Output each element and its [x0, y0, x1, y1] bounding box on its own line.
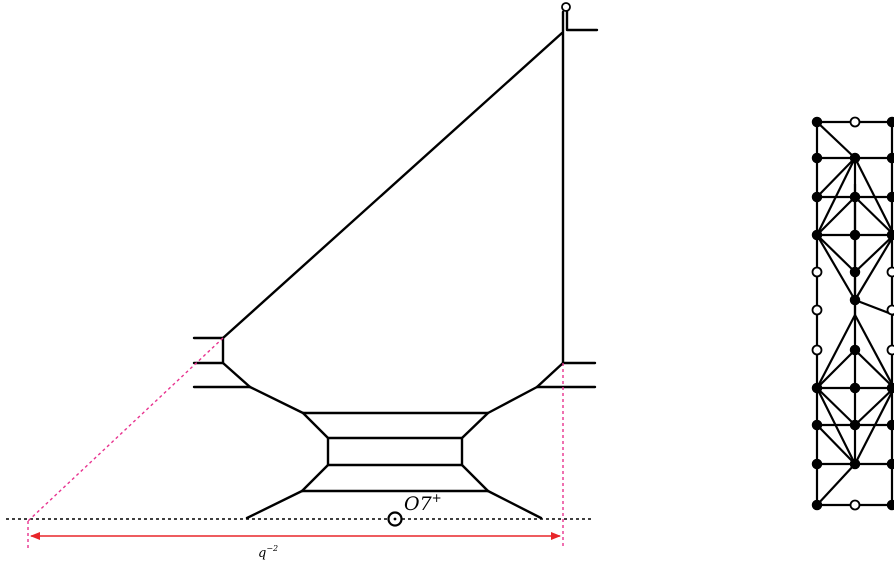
- toric-dot-filled: [886, 499, 894, 511]
- toric-dot-open: [886, 344, 894, 356]
- toric-dot-filled: [849, 266, 861, 278]
- toric-d13: [854, 314, 894, 389]
- toric-d10: [816, 157, 856, 198]
- toric-diagram: [811, 116, 894, 511]
- toric-dot-open: [886, 304, 894, 316]
- web-diag-left-1: [301, 411, 330, 440]
- web-diag-right-1: [460, 411, 490, 440]
- brane-web: [192, 2, 599, 520]
- toric-dot-filled: [849, 152, 861, 164]
- web-bottom-leg-right: [486, 489, 543, 520]
- left-connector-upper: [221, 361, 252, 389]
- distance-label-sup: −2: [266, 544, 278, 553]
- toric-d6: [816, 234, 856, 273]
- toric-d16: [816, 387, 856, 426]
- toric-dot-filled: [811, 191, 823, 203]
- toric-dot-filled: [849, 458, 861, 470]
- toric-dot-filled: [811, 116, 823, 128]
- toric-dot-filled: [811, 458, 823, 470]
- toric-dot-filled: [811, 382, 823, 394]
- toric-dot-filled: [886, 152, 894, 164]
- toric-dot-open: [849, 499, 861, 511]
- distance-label: q−2: [258, 544, 278, 561]
- top-external-leg: [565, 9, 599, 32]
- toric-dot-filled: [811, 229, 823, 241]
- toric-dot-open: [886, 266, 894, 278]
- toric-d21: [816, 463, 856, 506]
- web-diag-left-2: [300, 463, 330, 493]
- toric-dot-open: [811, 266, 823, 278]
- distance-label-main: q: [258, 546, 266, 561]
- toric-dot-filled: [886, 116, 894, 128]
- left-connector-lower: [248, 385, 305, 415]
- toric-dot-filled: [811, 152, 823, 164]
- toric-d4: [816, 196, 856, 236]
- toric-d8: [816, 234, 856, 301]
- web-bottom-leg-left: [245, 489, 304, 520]
- toric-d7: [854, 234, 894, 273]
- toric-d5: [854, 196, 894, 236]
- toric-dot-filled: [886, 191, 894, 203]
- web-diag-right-2: [460, 463, 490, 493]
- toric-dot-filled: [849, 294, 861, 306]
- toric-dot-filled: [849, 191, 861, 203]
- toric-dot-filled: [886, 229, 894, 241]
- toric-d12: [816, 314, 856, 389]
- toric-dot-filled: [811, 499, 823, 511]
- toric-d20: [816, 424, 856, 465]
- toric-dot-open: [811, 304, 823, 316]
- top-leg-open-circle: [561, 2, 571, 12]
- toric-dot-filled: [849, 229, 861, 241]
- orientifold-label-main: O7: [404, 493, 433, 515]
- web-central-box: [326, 436, 464, 467]
- toric-d14: [816, 349, 856, 389]
- diagonal-edge: [221, 31, 564, 340]
- toric-d19: [854, 387, 894, 465]
- toric-dot-open: [849, 116, 861, 128]
- toric-d9: [854, 234, 894, 301]
- right-connector-lower: [486, 385, 539, 415]
- toric-d3: [854, 157, 894, 236]
- toric-dot-filled: [811, 419, 823, 431]
- right-connector-upper: [535, 361, 565, 389]
- orientifold-symbol-center: [393, 517, 397, 521]
- pink-projection-diagonal: [27, 337, 224, 522]
- toric-dot-filled: [886, 458, 894, 470]
- orientifold-label-sup: +: [432, 491, 442, 505]
- toric-dot-filled: [849, 382, 861, 394]
- toric-d17: [854, 387, 894, 426]
- toric-dot-filled: [886, 419, 894, 431]
- toric-d1: [816, 121, 856, 159]
- toric-dot-filled: [886, 382, 894, 394]
- toric-d18: [816, 387, 856, 465]
- toric-dot-filled: [849, 344, 861, 356]
- toric-dot-open: [811, 344, 823, 356]
- orientifold-label: O7+: [404, 491, 442, 515]
- toric-dot-filled: [849, 419, 861, 431]
- toric-d2: [816, 157, 856, 236]
- toric-d15: [854, 349, 894, 389]
